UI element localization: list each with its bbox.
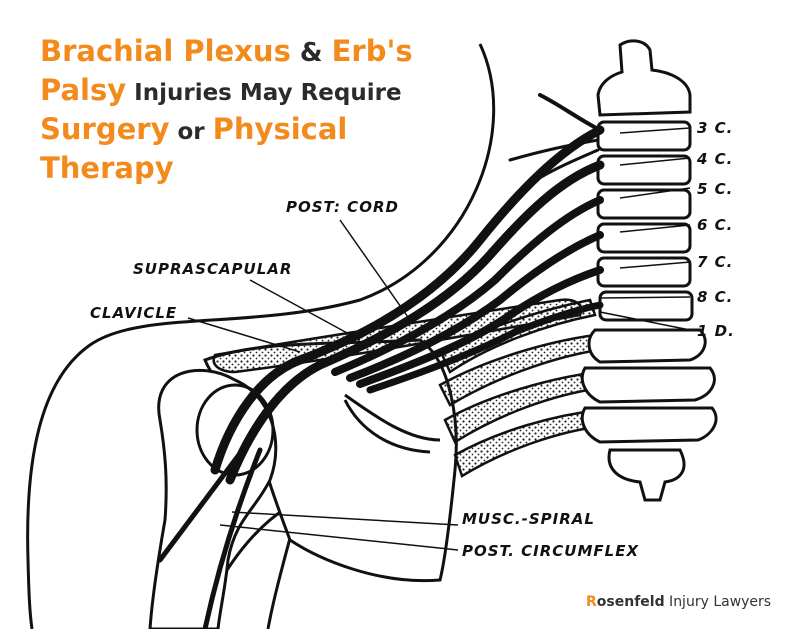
brand-logo-name: osenfeld [596, 594, 665, 610]
brand-logo-initial: R [586, 594, 597, 610]
headline-injuries-text: Injuries May Require [126, 80, 402, 106]
headline-or: or [169, 119, 213, 145]
label-vertebra-8c: 8 C. [697, 288, 733, 306]
brand-logo: Rosenfeld Injury Lawyers [586, 594, 771, 610]
humerus [148, 368, 278, 629]
headline-line-2: Palsy Injuries May Require [40, 73, 480, 112]
label-musc-spiral: MUSC.-SPIRAL [462, 510, 595, 528]
leader-lines [187, 127, 691, 551]
label-vertebra-3c: 3 C. [697, 119, 733, 137]
headline-physical: Physical [212, 112, 348, 146]
label-vertebra-1d: 1 D. [697, 322, 735, 340]
headline-palsy: Palsy [40, 73, 127, 107]
headline: Brachial Plexus & Erb's Palsy Injuries M… [40, 34, 480, 190]
label-vertebra-7c: 7 C. [697, 253, 733, 271]
label-post-circumflex: POST. CIRCUMFLEX [462, 542, 639, 560]
label-vertebra-6c: 6 C. [697, 216, 733, 234]
label-post-cord: POST: CORD [286, 198, 399, 216]
headline-brachial-plexus: Brachial Plexus [40, 34, 291, 68]
spine [580, 39, 718, 502]
headline-surgery: Surgery [40, 112, 170, 146]
headline-therapy: Therapy [40, 151, 174, 185]
label-clavicle: CLAVICLE [90, 304, 177, 322]
headline-erbs: Erb's [331, 34, 413, 68]
brand-logo-suffix: Injury Lawyers [664, 594, 772, 610]
headline-line-3: Surgery or Physical [40, 112, 480, 151]
label-vertebra-4c: 4 C. [696, 150, 733, 168]
headline-line-1: Brachial Plexus & Erb's [40, 34, 480, 73]
nerve-bundle [157, 93, 605, 629]
label-suprascapular: SUPRASCAPULAR [133, 260, 292, 278]
label-vertebra-5c: 5 C. [697, 180, 733, 198]
headline-ampersand: & [290, 38, 332, 68]
headline-line-4: Therapy [40, 151, 480, 190]
